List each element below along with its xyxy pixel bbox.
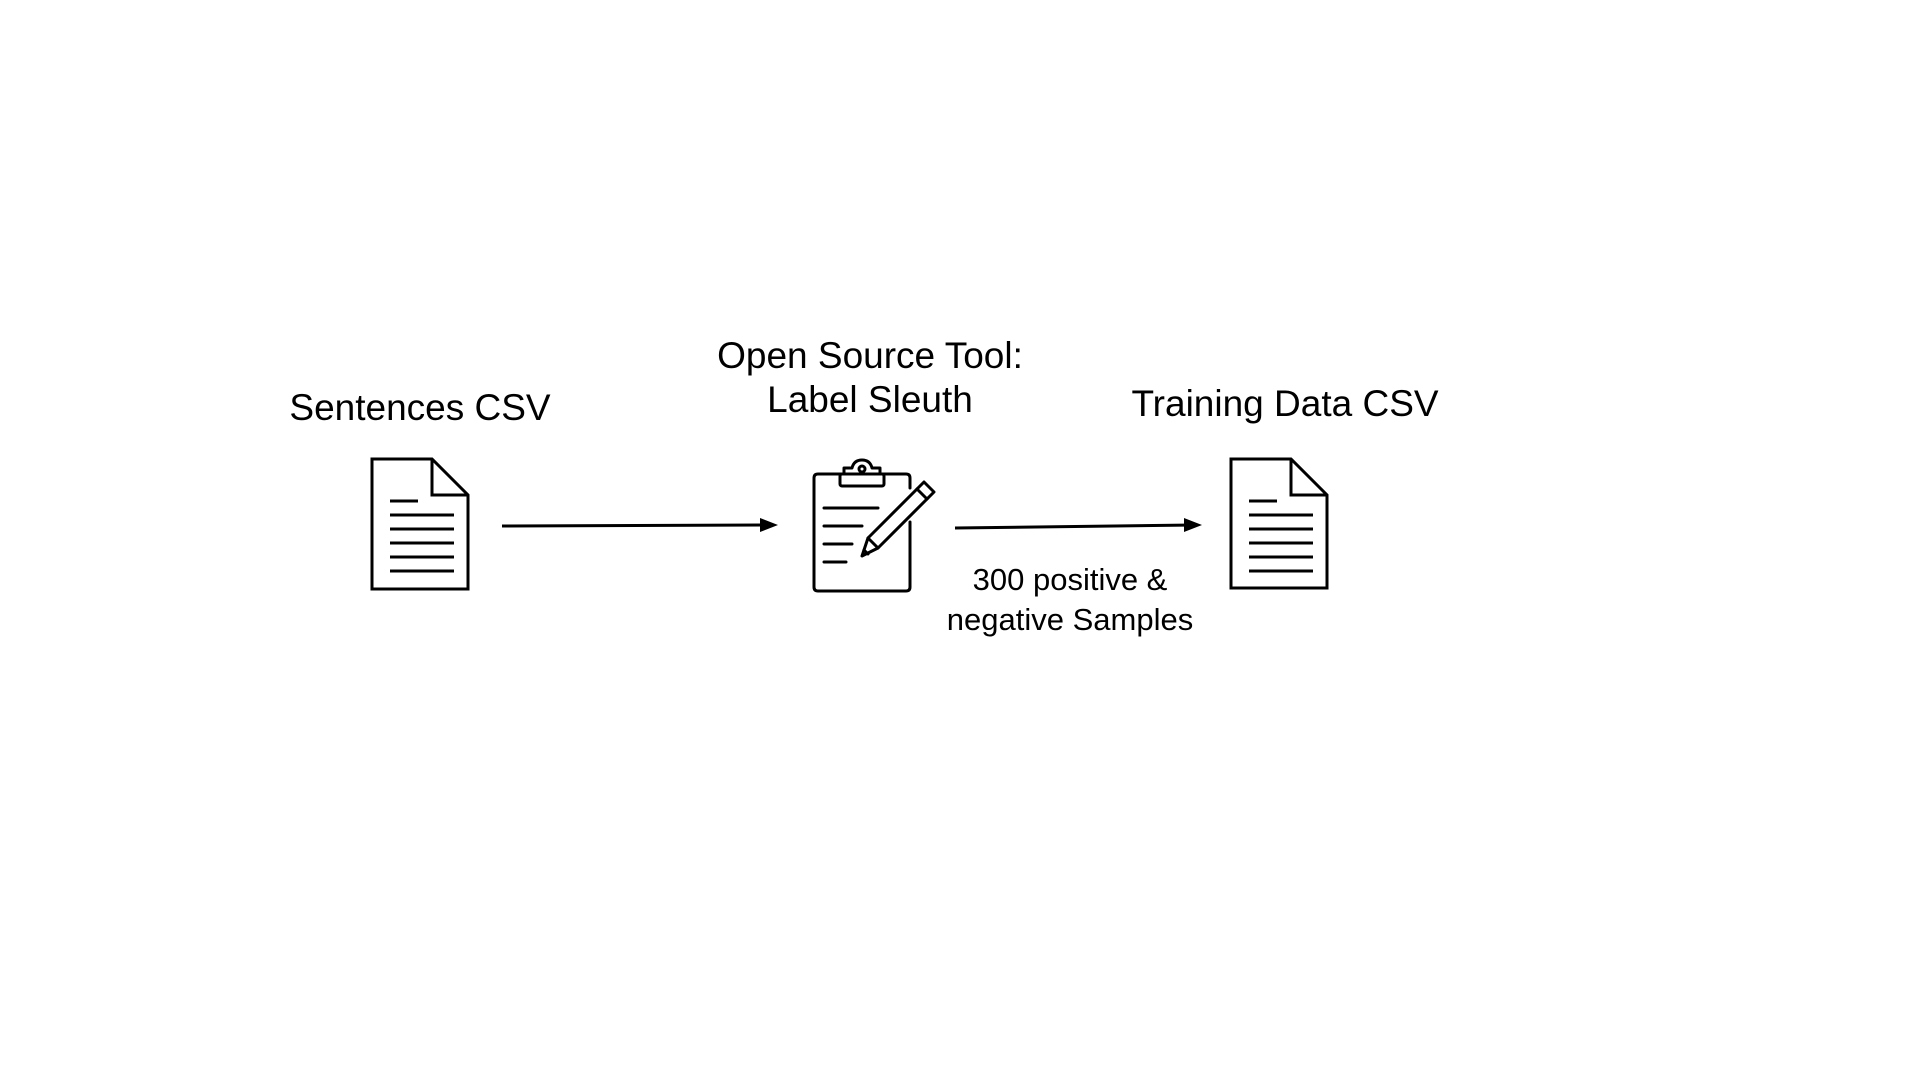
tool-label-line-2: Label Sleuth [767,379,973,420]
clipboard-pencil-icon [810,458,940,595]
training-data-csv-label: Training Data CSV [1131,383,1439,424]
arrow-tool-to-training [954,518,1202,532]
arrow-sentences-to-tool [501,518,778,532]
edge-label-samples: 300 positive & negative Samples [870,560,1270,640]
sentences-csv-label: Sentences CSV [289,387,551,428]
label-sleuth-tool-label: Open Source Tool: Label Sleuth [670,334,1070,422]
edge-label-line-2: negative Samples [946,602,1194,637]
document-icon [1227,455,1331,592]
edge-label-line-1: 300 positive & [972,562,1168,597]
document-icon [368,455,472,593]
tool-label-line-1: Open Source Tool: [717,335,1023,376]
